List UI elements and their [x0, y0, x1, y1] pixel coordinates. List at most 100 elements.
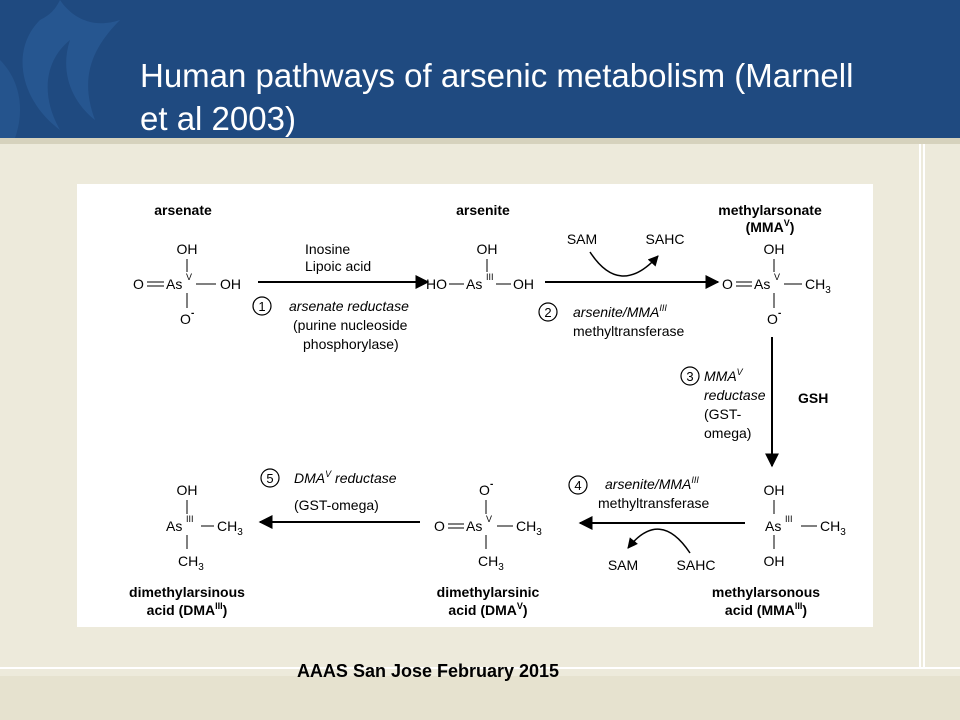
arsenite-right-group: OH — [513, 276, 534, 292]
bottom-band — [0, 676, 960, 720]
slide-footer: AAAS San Jose February 2015 — [296, 661, 560, 681]
mmaiii-label-line-1: methylarsonous — [712, 584, 820, 600]
step-5-enzyme: DMAV reductase — [294, 469, 397, 486]
arsenate-center-atom: As — [166, 276, 182, 292]
dmav-top-atom: O — [479, 482, 490, 498]
step-1-number-circle — [252, 296, 272, 316]
title-line-1: Human pathways of arsenic metabolism (Ma… — [140, 57, 854, 94]
step-1-number: 1 — [258, 299, 265, 314]
arsenate-label: arsenate — [154, 202, 212, 218]
dmav-label-line-1: dimethylarsinic — [437, 584, 540, 600]
header-band: Human pathways of arsenic metabolism (Ma… — [0, 0, 960, 138]
mmav-top-group: OH — [764, 241, 785, 257]
mmaiii-center-atom: As — [765, 518, 781, 534]
mmav-oxidation-state: V — [774, 272, 780, 282]
mmav-bottom-charge: - — [778, 308, 781, 319]
dmaiii-bottom-group: CH3 — [178, 553, 204, 573]
dmaiii-top-group: OH — [177, 482, 198, 498]
arsenite-top-group: OH — [477, 241, 498, 257]
step-4-sam: SAM — [608, 557, 638, 573]
mmaiii-oxidation-state: III — [785, 514, 793, 524]
decor-vertical-line-1 — [919, 144, 921, 669]
arsenate-bottom-atom: O — [180, 311, 191, 327]
dmav-bottom-group: CH3 — [478, 553, 504, 573]
dmaiii-label-line-2: acid (DMAIII) — [147, 601, 228, 618]
dmaiii-label-line-1: dimethylarsinous — [129, 584, 245, 600]
compound-mmaiii: OH As III CH3 OH methylarsonous acid (MM… — [712, 482, 846, 618]
step-3-number-circle — [680, 366, 700, 386]
mmaiii-right-group: CH3 — [820, 518, 846, 538]
step-5-number-circle — [260, 468, 280, 488]
mmaiii-top-group: OH — [764, 482, 785, 498]
step-4-enzyme-line-2: methyltransferase — [598, 495, 709, 511]
logo-flame-icon — [0, 0, 120, 138]
step-3-enzyme-line-2: reductase — [704, 387, 766, 403]
decor-horizontal-line — [0, 667, 960, 669]
arsenate-bottom-charge: - — [191, 308, 194, 319]
arsenate-left-atom: O — [133, 276, 144, 292]
mmav-right-group: CH3 — [805, 276, 831, 296]
step-2-enzyme: arsenite/MMAIII — [573, 303, 667, 320]
step-3-enzyme-line-3: (GST- — [704, 406, 742, 422]
step-1-cofactor-1: Inosine — [305, 241, 350, 257]
dmav-center-atom: As — [466, 518, 482, 534]
step-2: SAM SAHC 2 arsenite/MMAIII methyltransfe… — [538, 231, 720, 339]
step-1-enzyme: arsenate reductase — [289, 298, 409, 314]
step-1-cofactor-2: Lipoic acid — [305, 258, 371, 274]
step-2-number-circle — [538, 302, 558, 322]
mmav-label-line-2: (MMAV) — [746, 218, 795, 235]
dmav-oxidation-state: V — [486, 514, 492, 524]
step-1-enzyme-line-2: (purine nucleoside — [293, 317, 408, 333]
arsenite-center-atom: As — [466, 276, 482, 292]
mmav-center-atom: As — [754, 276, 770, 292]
dmav-label-line-2: acid (DMAV) — [448, 601, 527, 618]
step-5-number: 5 — [266, 471, 273, 486]
step-2-number: 2 — [544, 305, 551, 320]
dmaiii-center-atom: As — [166, 518, 182, 534]
step-3-enzyme-line-4: omega) — [704, 425, 751, 441]
mmav-left-atom: O — [722, 276, 733, 292]
step-5: 5 DMAV reductase (GST-omega) — [258, 468, 420, 529]
compound-arsenate: arsenate OH O As V OH O - — [133, 202, 241, 327]
mmaiii-bottom-group: OH — [764, 553, 785, 569]
arsenite-left-group: HO — [426, 276, 447, 292]
step-4-number-circle — [568, 475, 588, 495]
step-3-number: 3 — [686, 369, 693, 384]
step-5-enzyme-line-2: (GST-omega) — [294, 497, 379, 513]
mmav-bottom-atom: O — [767, 311, 778, 327]
dmav-left-atom: O — [434, 518, 445, 534]
compound-mmav: methylarsonate (MMAV) OH O As V CH3 O - — [718, 202, 831, 327]
compound-arsenite: arsenite OH HO As III OH — [426, 202, 534, 292]
slide-title: Human pathways of arsenic metabolism (Ma… — [140, 54, 940, 140]
step-2-sahc: SAHC — [646, 231, 685, 247]
decor-vertical-line-2 — [923, 144, 925, 669]
step-2-enzyme-line-2: methyltransferase — [573, 323, 684, 339]
step-4-cofactor-arrow — [627, 528, 691, 554]
arsenate-oxidation-state: V — [186, 272, 192, 282]
step-2-sam: SAM — [567, 231, 597, 247]
compound-dmav: O - O As V CH3 CH3 dimethylarsinic acid … — [434, 479, 542, 618]
arsenate-top-group: OH — [177, 241, 198, 257]
dmav-right-group: CH3 — [516, 518, 542, 538]
step-3-enzyme: MMAV — [704, 367, 744, 384]
step-4-sahc: SAHC — [677, 557, 716, 573]
step-4-enzyme: arsenite/MMAIII — [605, 475, 699, 492]
dmav-top-charge: - — [490, 479, 493, 490]
compound-dmaiii: OH As III CH3 CH3 dimethylarsinous acid … — [129, 482, 245, 618]
dmaiii-right-group: CH3 — [217, 518, 243, 538]
title-line-2: et al 2003) — [140, 100, 296, 137]
arsenite-label: arsenite — [456, 202, 510, 218]
header-divider — [0, 138, 960, 144]
arsenic-pathway-diagram: arsenate OH O As V OH O - Inosine Lipoic… — [77, 184, 873, 627]
step-4-number: 4 — [574, 478, 581, 493]
arsenate-right-group: OH — [220, 276, 241, 292]
step-4: 4 arsenite/MMAIII methyltransferase SAM … — [568, 475, 745, 573]
step-3-cofactor: GSH — [798, 390, 828, 406]
arsenite-oxidation-state: III — [486, 272, 494, 282]
dmaiii-oxidation-state: III — [186, 514, 194, 524]
mmav-label-line-1: methylarsonate — [718, 202, 822, 218]
step-2-cofactor-arrow — [589, 251, 659, 277]
step-3: 3 MMAV reductase (GST- omega) GSH — [680, 337, 828, 468]
step-1: Inosine Lipoic acid 1 arsenate reductase… — [252, 241, 430, 352]
